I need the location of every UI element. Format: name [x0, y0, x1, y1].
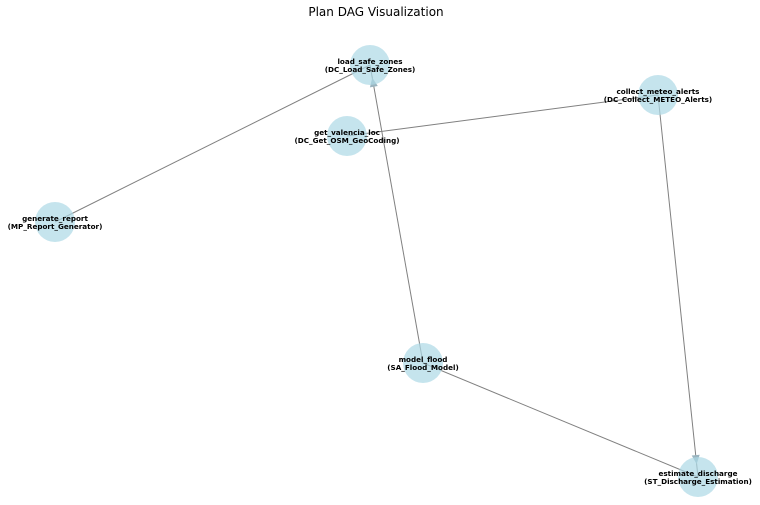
- edge-model_flood-to-estimate_discharge: [422, 362, 699, 478]
- node-name-label: load_safe_zones: [337, 57, 402, 66]
- diagram-title: Plan DAG Visualization: [308, 5, 443, 19]
- node-module-label: (SA_Flood_Model): [387, 363, 458, 372]
- node-generate_report: generate_report(MP_Report_Generator): [8, 202, 103, 242]
- node-circle: [403, 343, 443, 383]
- node-circle: [327, 116, 367, 156]
- node-model_flood: model_flood(SA_Flood_Model): [387, 343, 459, 383]
- node-circle: [35, 202, 75, 242]
- node-module-label: (DC_Get_OSM_GeoCoding): [294, 136, 399, 145]
- node-collect_meteo_alerts: collect_meteo_alerts(DC_Collect_METEO_Al…: [604, 75, 712, 115]
- node-name-label: generate_report: [22, 214, 88, 223]
- node-module-label: (DC_Load_Safe_Zones): [325, 65, 416, 74]
- node-name-label: collect_meteo_alerts: [617, 87, 700, 96]
- node-circle: [678, 457, 718, 497]
- node-get_valencia_loc: get_valencia_loc(DC_Get_OSM_GeoCoding): [294, 116, 400, 156]
- node-name-label: estimate_discharge: [659, 469, 738, 478]
- node-module-label: (DC_Collect_METEO_Alerts): [604, 95, 712, 104]
- node-name-label: model_flood: [399, 355, 448, 364]
- edge-get_valencia_loc-to-collect_meteo_alerts: [346, 94, 659, 137]
- node-load_safe_zones: load_safe_zones(DC_Load_Safe_Zones): [325, 45, 416, 85]
- node-circle: [638, 75, 678, 115]
- edge-model_flood-to-load_safe_zones: [369, 64, 424, 364]
- edge-collect_meteo_alerts-to-estimate_discharge: [657, 94, 699, 478]
- node-circle: [350, 45, 390, 85]
- node-module-label: (ST_Discharge_Estimation): [644, 477, 752, 486]
- node-module-label: (MP_Report_Generator): [8, 222, 103, 231]
- node-estimate_discharge: estimate_discharge(ST_Discharge_Estimati…: [644, 457, 752, 497]
- node-name-label: get_valencia_loc: [314, 128, 380, 137]
- edge-layer: [54, 64, 700, 478]
- edge-load_safe_zones-to-generate_report: [54, 64, 371, 223]
- node-layer: load_safe_zones(DC_Load_Safe_Zones) get_v…: [8, 45, 752, 497]
